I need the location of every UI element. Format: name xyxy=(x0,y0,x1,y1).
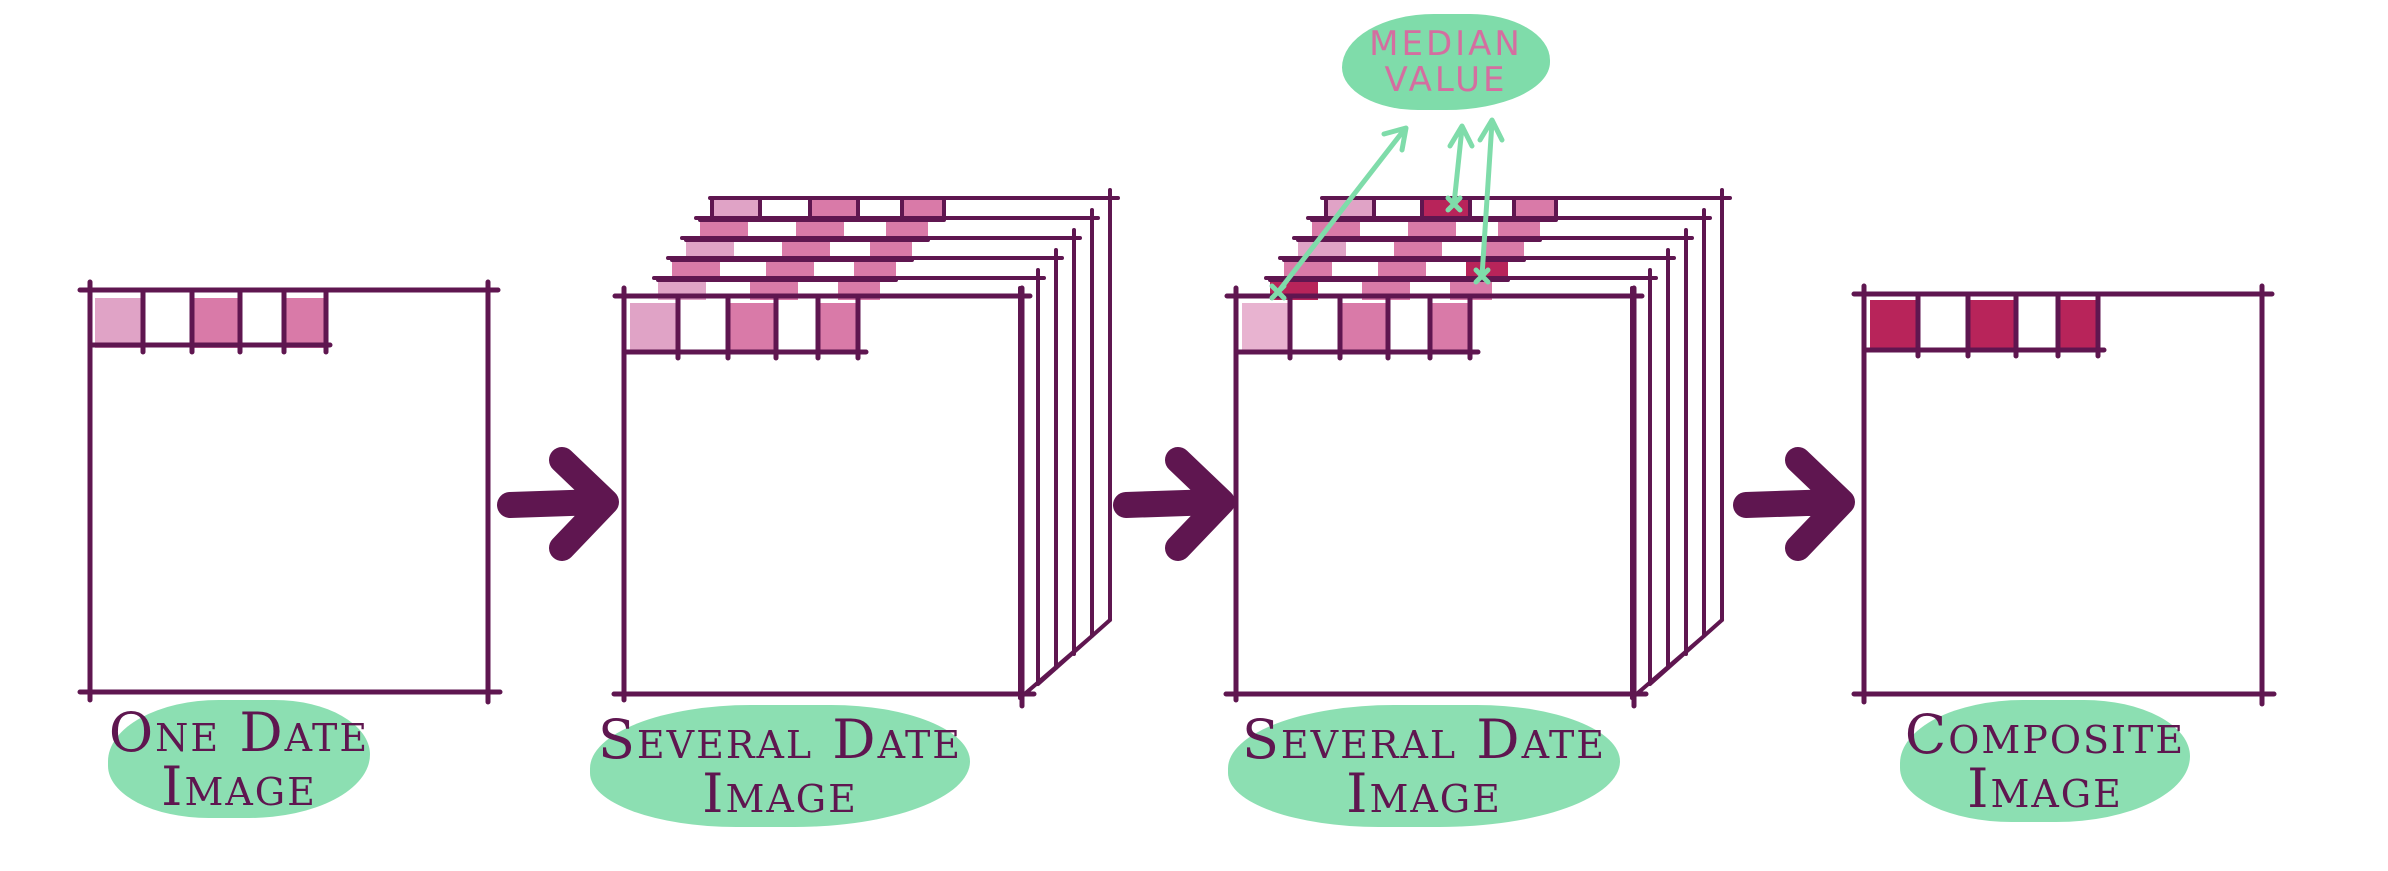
composite-image-panel xyxy=(1851,283,2277,707)
front-pixel-3 xyxy=(728,303,776,353)
front-image-frame xyxy=(611,285,1037,709)
front-pixel-1-b xyxy=(1242,303,1290,353)
label-several-a-line1: Several Date xyxy=(597,708,963,771)
front-pixel-1 xyxy=(630,303,678,353)
arrow-2 xyxy=(1113,447,1235,561)
median-line2: VALUE xyxy=(1384,60,1508,100)
image-frame xyxy=(77,279,503,705)
label-several-b-line1: Several Date xyxy=(1241,708,1607,771)
median-value-label: MEDIAN VALUE xyxy=(1342,14,1550,110)
composite-pixel-3 xyxy=(1968,300,2016,350)
label-several-date-image-b: Several Date Image xyxy=(1228,705,1620,827)
pixel-1 xyxy=(95,298,143,348)
one-date-image-panel xyxy=(77,279,503,705)
several-date-image-stack-b xyxy=(1223,117,1732,709)
label-several-b-line2: Image xyxy=(1346,762,1502,825)
arrow-3 xyxy=(1733,447,1855,561)
pixel-5 xyxy=(284,298,326,348)
label-several-a-line2: Image xyxy=(702,762,858,825)
front-pixel-5-b xyxy=(1430,303,1470,353)
front-image-frame-b xyxy=(1223,285,1649,709)
several-date-image-stack-a xyxy=(611,188,1120,709)
label-several-date-image-a: Several Date Image xyxy=(590,705,970,827)
composite-pixel-1 xyxy=(1870,300,1918,350)
label-one-date-image: One Date Image xyxy=(108,700,370,818)
median-arrows xyxy=(1269,117,1505,301)
arrow-1 xyxy=(497,447,619,561)
label-one-date-line1: One Date xyxy=(108,701,370,764)
label-one-date-line2: Image xyxy=(161,755,317,818)
composite-pixel-5 xyxy=(2058,300,2098,350)
front-pixel-5 xyxy=(818,303,858,353)
front-pixel-3-b xyxy=(1340,303,1388,353)
median-line1: MEDIAN xyxy=(1369,24,1523,64)
composite-frame xyxy=(1851,283,2277,707)
label-composite-line1: Composite xyxy=(1904,703,2186,766)
pixel-3 xyxy=(192,298,240,348)
label-composite-image: Composite Image xyxy=(1900,700,2190,822)
label-composite-line2: Image xyxy=(1967,757,2123,820)
